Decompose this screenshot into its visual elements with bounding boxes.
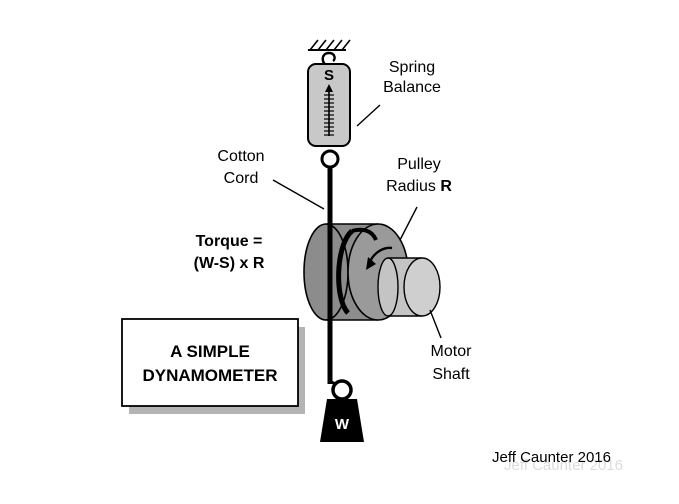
motor-shaft-leader [429,309,442,339]
ceiling-mount [308,39,351,51]
scale-ticks [324,94,334,136]
torque-formula-line2: (W-S) x R [194,255,265,272]
spring-balance-ring [320,149,340,169]
pulley-label-r: R [440,178,452,195]
title-line2: DYNAMOMETER [142,366,277,385]
weight [320,399,364,442]
torque-formula-line1: Torque = [196,233,263,250]
cotton-cord-leader [272,179,325,210]
motor-shaft-label-line1: Motor [431,343,473,360]
spring-balance-leader [356,104,381,127]
spring-balance-label-line2: Balance [383,79,441,96]
cotton-cord-label-line2: Cord [224,170,259,187]
pulley-label-radius: Radius [386,178,440,195]
spring-balance: S [307,63,351,147]
pulley-leader [399,206,418,241]
title-box: A SIMPLE DYNAMOMETER [121,318,305,414]
cord-wrap-back [351,227,378,241]
credit-watermark: Jeff Caunter 2016 [504,457,623,474]
weight-letter: W [335,416,350,433]
rotation-arrow [368,246,393,263]
cotton-cord-label-line1: Cotton [217,148,264,165]
rotation-arrow-head [366,257,376,270]
title-line1: A SIMPLE [170,342,250,361]
motor-shaft-label-line2: Shaft [432,366,470,383]
scale-pointer-arrow [325,84,333,92]
credit-text: Jeff Caunter 2016 [492,449,611,466]
pulley-label-line1: Pulley [397,156,441,173]
cord-wrap [336,229,354,315]
motor-shaft [377,257,441,317]
pulley-label-line2: Radius R [386,178,452,195]
spring-balance-letter: S [324,67,334,84]
spring-balance-label-line1: Spring [389,59,435,76]
